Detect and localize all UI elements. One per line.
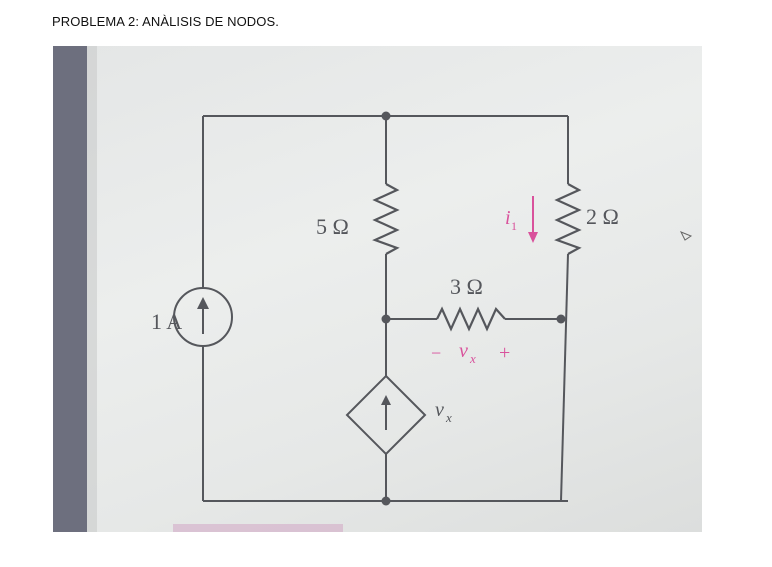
wire-right-lower (560, 253, 569, 502)
dependent-source-diamond (345, 374, 427, 456)
resistor-3-ohm (436, 306, 506, 332)
current-i1-label: i (505, 207, 511, 229)
voltage-vx-label: v (459, 340, 468, 362)
resistor-3-ohm-label: 3 Ω (450, 274, 483, 299)
current-source-label: 1 A (151, 309, 182, 334)
left-strip (53, 46, 87, 532)
node-top (381, 111, 391, 121)
node-middle-right (556, 314, 566, 324)
dependent-source-label: v (435, 399, 444, 421)
node-middle-left (381, 314, 391, 324)
dependent-source-subscript: x (445, 410, 452, 425)
current-source-circle (173, 287, 233, 347)
page-title: PROBLEMA 2: ANÀLISIS DE NODOS. (52, 14, 279, 29)
circuit-photo: 1 A 5 Ω 2 Ω 3 Ω i 1 − v x + v x (53, 46, 702, 532)
current-i1-subscript: 1 (511, 219, 517, 233)
resistor-2-ohm-label: 2 Ω (586, 204, 619, 229)
cursor-icon (679, 231, 693, 241)
resistor-5-ohm (372, 183, 400, 255)
voltage-minus-sign: − (431, 343, 441, 363)
circuit-diagram: 1 A 5 Ω 2 Ω 3 Ω i 1 − v x + v x (53, 46, 693, 532)
left-strip-edge (87, 46, 97, 532)
cutoff-caption-fragment (173, 524, 343, 532)
current-source-arrow-icon (197, 297, 209, 309)
node-bottom (381, 496, 391, 506)
resistor-2-ohm (554, 183, 582, 255)
voltage-plus-sign: + (499, 342, 510, 364)
resistor-5-ohm-label: 5 Ω (316, 214, 349, 239)
voltage-vx-subscript: x (469, 351, 476, 366)
current-i1-arrow-icon (528, 232, 538, 243)
dependent-source-arrow-icon (381, 395, 391, 405)
